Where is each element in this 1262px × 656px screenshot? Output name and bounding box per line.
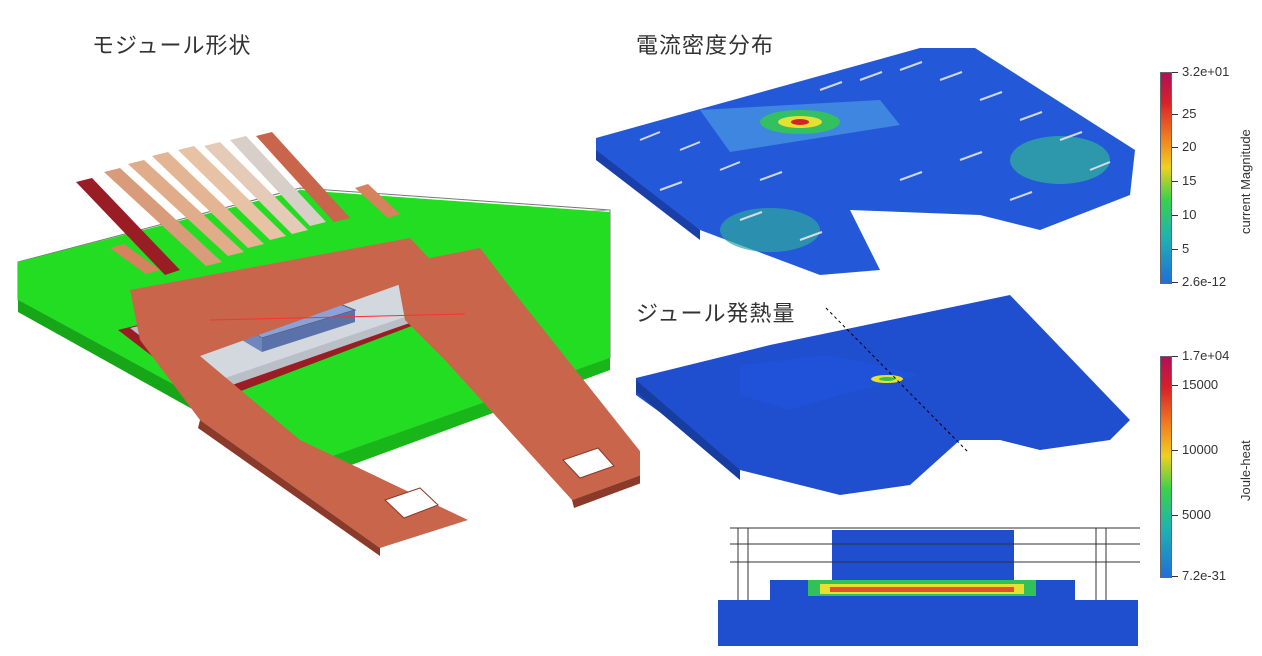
cross-section-view xyxy=(718,527,1140,646)
joule-tick-3: 5000 xyxy=(1172,507,1211,522)
joule-heat-title: ジュール発熱量 xyxy=(636,302,796,327)
copper-lead-right xyxy=(395,248,640,500)
joule-tick-0: 1.7e+04 xyxy=(1171,348,1230,363)
joule-tick-4: 7.2e-31 xyxy=(1171,568,1227,583)
joule-tick-1: 15000 xyxy=(1171,377,1219,392)
current-tick-2: 20 xyxy=(1171,139,1197,154)
joule-colorbar-gradient xyxy=(1160,356,1172,578)
module-3d-view xyxy=(17,132,640,556)
current-tick-5: 5 xyxy=(1171,241,1190,256)
joule-heat-view xyxy=(636,295,1130,495)
terminal-hole-left xyxy=(384,487,439,519)
current-colorbar-gradient xyxy=(1160,72,1172,284)
current-tick-6: 2.6e-12 xyxy=(1171,274,1227,289)
current-tick-1: 25 xyxy=(1171,106,1197,121)
current-density-title: 電流密度分布 xyxy=(636,34,775,59)
current-tick-4: 10 xyxy=(1171,207,1197,222)
joule-colorbar: 1.7e+04 15000 10000 5000 7.2e-31 Joule-h… xyxy=(1160,348,1253,583)
copper-lead-left xyxy=(130,238,468,548)
joule-colorbar-label: Joule-heat xyxy=(1238,440,1253,501)
current-density-view xyxy=(596,48,1135,275)
current-colorbar-label: current Magnitude xyxy=(1238,129,1253,234)
current-colorbar: 3.2e+01 25 20 15 10 5 2.6e-12 current Ma… xyxy=(1160,64,1253,289)
terminal-hole-right xyxy=(562,447,615,479)
current-tick-0: 3.2e+01 xyxy=(1171,64,1230,79)
current-tick-3: 15 xyxy=(1171,173,1197,188)
module-shape-title: モジュール形状 xyxy=(92,34,252,59)
joule-tick-2: 10000 xyxy=(1171,442,1219,457)
signal-pins xyxy=(104,132,400,274)
